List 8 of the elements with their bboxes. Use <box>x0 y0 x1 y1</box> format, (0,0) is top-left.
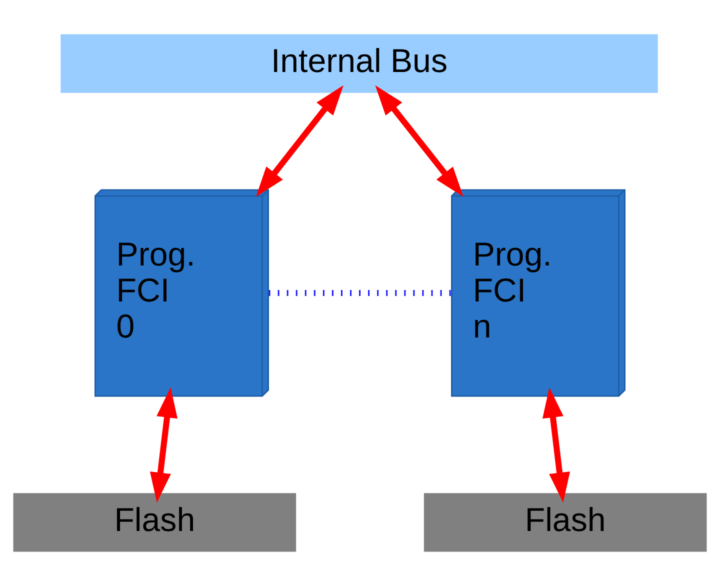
arrow <box>150 387 178 503</box>
node-box: Flash <box>424 493 707 552</box>
arrow <box>256 85 344 197</box>
connector <box>268 290 452 296</box>
arrow <box>375 85 464 197</box>
arrow <box>542 387 570 503</box>
node-box: Internal Bus <box>60 34 658 93</box>
node-box: Flash <box>13 493 296 552</box>
